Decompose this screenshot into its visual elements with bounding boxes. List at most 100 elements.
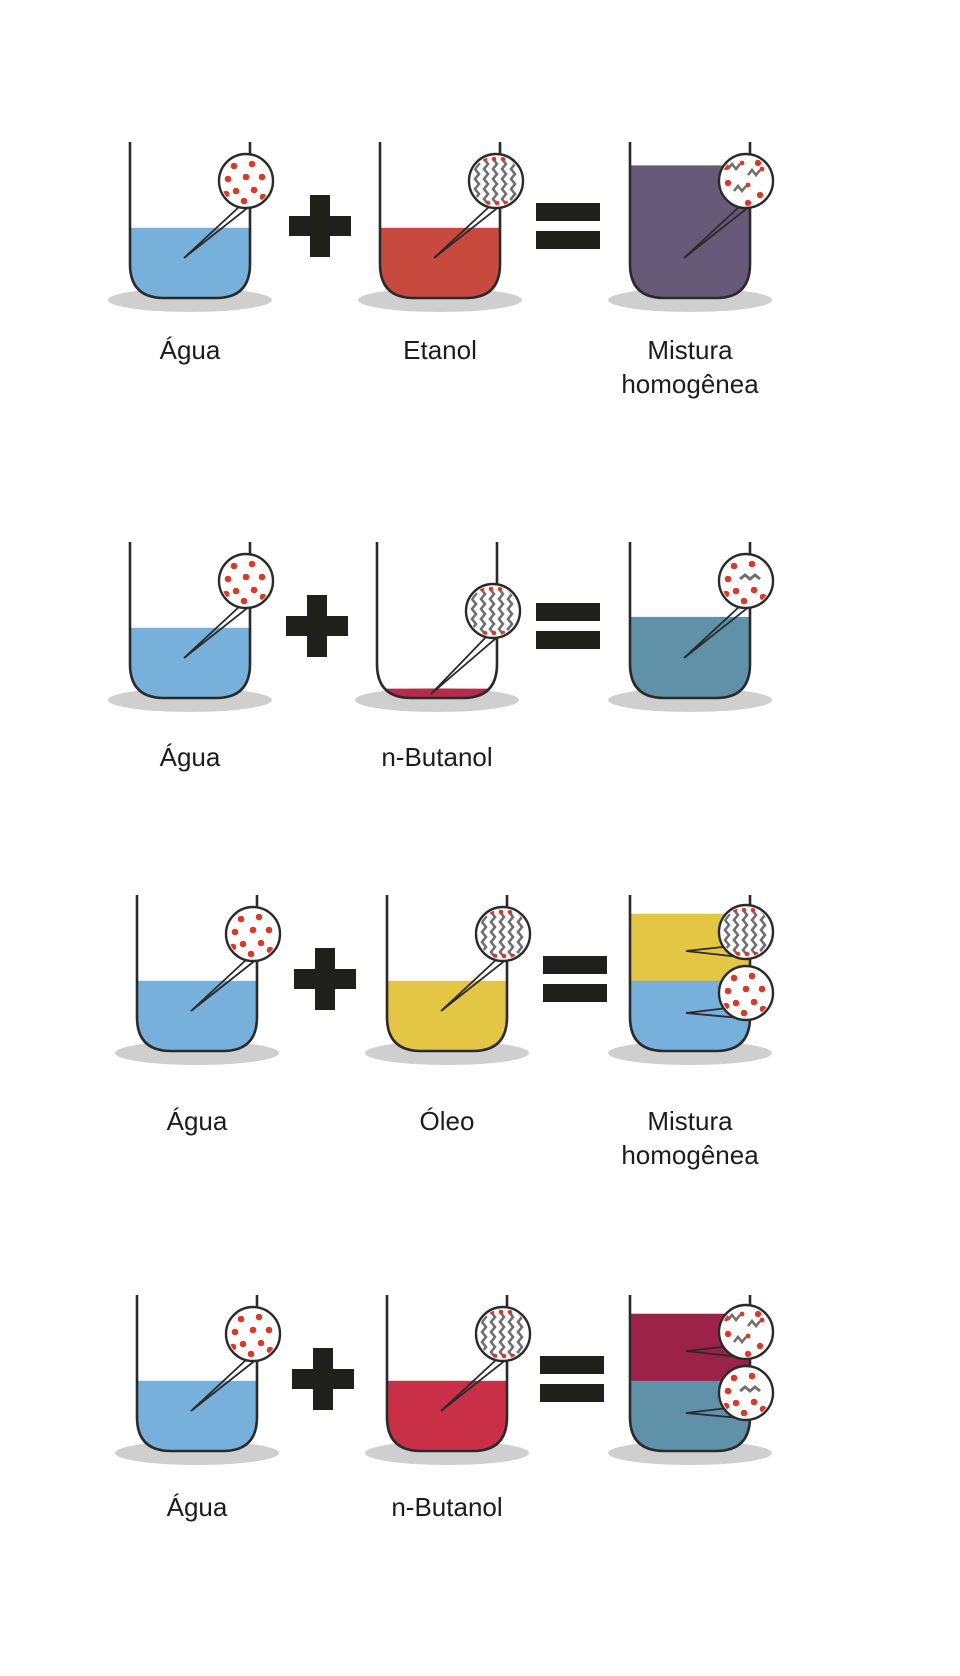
beaker-label: Mistura homogênea bbox=[621, 1106, 759, 1170]
chain-molecule bbox=[500, 158, 508, 205]
chain-molecule bbox=[473, 158, 481, 205]
liquid bbox=[137, 980, 257, 1051]
water-molecule bbox=[224, 575, 232, 583]
chain-molecule bbox=[723, 909, 731, 956]
n-butanol-beaker bbox=[355, 542, 522, 712]
water-molecule bbox=[724, 987, 732, 995]
chain-molecule bbox=[509, 158, 517, 205]
water-molecule bbox=[232, 587, 240, 595]
beaker-outline bbox=[385, 1295, 509, 1453]
molecule-view bbox=[222, 160, 267, 205]
water-molecule bbox=[750, 1398, 758, 1406]
equals-sign bbox=[543, 956, 607, 1002]
plus-sign bbox=[286, 595, 348, 657]
alcohol-molecule bbox=[739, 573, 761, 581]
water-molecule bbox=[730, 1374, 738, 1382]
water-molecule bbox=[756, 191, 764, 199]
hydroxyl-dot bbox=[491, 630, 497, 636]
water-molecule bbox=[265, 1326, 273, 1334]
chain-molecule bbox=[507, 911, 515, 958]
equals-sign bbox=[536, 603, 600, 649]
water-molecule bbox=[250, 186, 258, 194]
chain-molecule bbox=[491, 158, 499, 205]
chain-molecule bbox=[732, 909, 740, 956]
beaker-outline bbox=[628, 142, 752, 300]
water-molecule bbox=[258, 173, 266, 181]
chain-molecule bbox=[741, 909, 749, 956]
water-molecule bbox=[242, 173, 250, 181]
equals-bar bbox=[543, 984, 607, 1002]
liquid-fill bbox=[137, 1380, 257, 1451]
hydroxyl-dot bbox=[492, 1353, 498, 1359]
hydroxyl-dot bbox=[500, 156, 506, 162]
hydroxyl-dot bbox=[498, 1309, 504, 1315]
beaker-outline bbox=[628, 895, 752, 1053]
beaker-outline bbox=[128, 542, 252, 700]
water-molecule bbox=[255, 1313, 263, 1321]
liquid bbox=[387, 980, 507, 1051]
chain-molecule bbox=[488, 588, 496, 635]
beaker-label: Água bbox=[159, 335, 221, 365]
beaker-label: Água bbox=[166, 1492, 228, 1522]
hydroxyl-dot bbox=[482, 630, 488, 636]
equals-sign bbox=[540, 1356, 604, 1402]
chain-molecule bbox=[516, 911, 524, 958]
water-molecule bbox=[230, 562, 238, 570]
chain-molecule bbox=[732, 183, 748, 194]
water-molecule bbox=[754, 159, 762, 167]
hydroxyl-dot bbox=[759, 1317, 765, 1323]
water-molecule bbox=[239, 1340, 247, 1348]
equals-bar bbox=[536, 603, 600, 621]
water-molecule bbox=[240, 197, 248, 205]
homogeneous-mix-beaker bbox=[608, 142, 775, 312]
molecule-view bbox=[222, 560, 267, 605]
beaker-outline bbox=[378, 142, 502, 300]
water-molecule bbox=[754, 1310, 762, 1318]
chain-molecule bbox=[498, 911, 506, 958]
water-molecule bbox=[231, 1328, 239, 1336]
liquid bbox=[130, 227, 250, 298]
water-molecule bbox=[247, 1350, 255, 1358]
water-molecule bbox=[257, 939, 265, 947]
liquid-fill bbox=[377, 688, 497, 698]
water-molecule bbox=[732, 587, 740, 595]
hydroxyl-dot bbox=[491, 156, 497, 162]
water-molecule bbox=[249, 1326, 257, 1334]
water-molecule bbox=[732, 999, 740, 1007]
water-molecule bbox=[247, 950, 255, 958]
water-molecule bbox=[237, 915, 245, 923]
hydroxyl-dot bbox=[507, 909, 513, 915]
two-layer-beaker bbox=[608, 895, 775, 1065]
chain-molecule bbox=[726, 161, 742, 172]
chain-molecule bbox=[489, 911, 497, 958]
plus-bar bbox=[310, 195, 330, 257]
beaker-label: Água bbox=[159, 742, 221, 772]
chain-molecule bbox=[759, 909, 767, 956]
equals-bar bbox=[536, 631, 600, 649]
hydroxyl-dot bbox=[492, 953, 498, 959]
liquid-fill bbox=[387, 980, 507, 1051]
two-layer-beaker bbox=[608, 1295, 775, 1465]
water-molecule bbox=[740, 597, 748, 605]
water-molecule bbox=[732, 1399, 740, 1407]
liquid bbox=[377, 688, 497, 698]
water-molecule bbox=[240, 597, 248, 605]
equals-bar bbox=[540, 1384, 604, 1402]
hydroxyl-dot bbox=[759, 166, 765, 172]
water-molecule bbox=[748, 560, 756, 568]
hydroxyl-dot bbox=[745, 182, 751, 188]
chain-molecule bbox=[732, 1334, 748, 1345]
molecule-view bbox=[722, 972, 767, 1017]
beaker-label: Etanol bbox=[403, 335, 477, 365]
water-molecule bbox=[748, 1372, 756, 1380]
water-molecule bbox=[249, 926, 257, 934]
beaker-outline bbox=[135, 1295, 259, 1453]
chain-molecule bbox=[489, 1311, 497, 1358]
liquid-fill bbox=[130, 627, 250, 698]
hydroxyl-dot bbox=[494, 200, 500, 206]
beaker-label: Água bbox=[166, 1106, 228, 1136]
water-molecule bbox=[730, 974, 738, 982]
water-molecule bbox=[740, 1409, 748, 1417]
chain-molecule bbox=[479, 588, 487, 635]
